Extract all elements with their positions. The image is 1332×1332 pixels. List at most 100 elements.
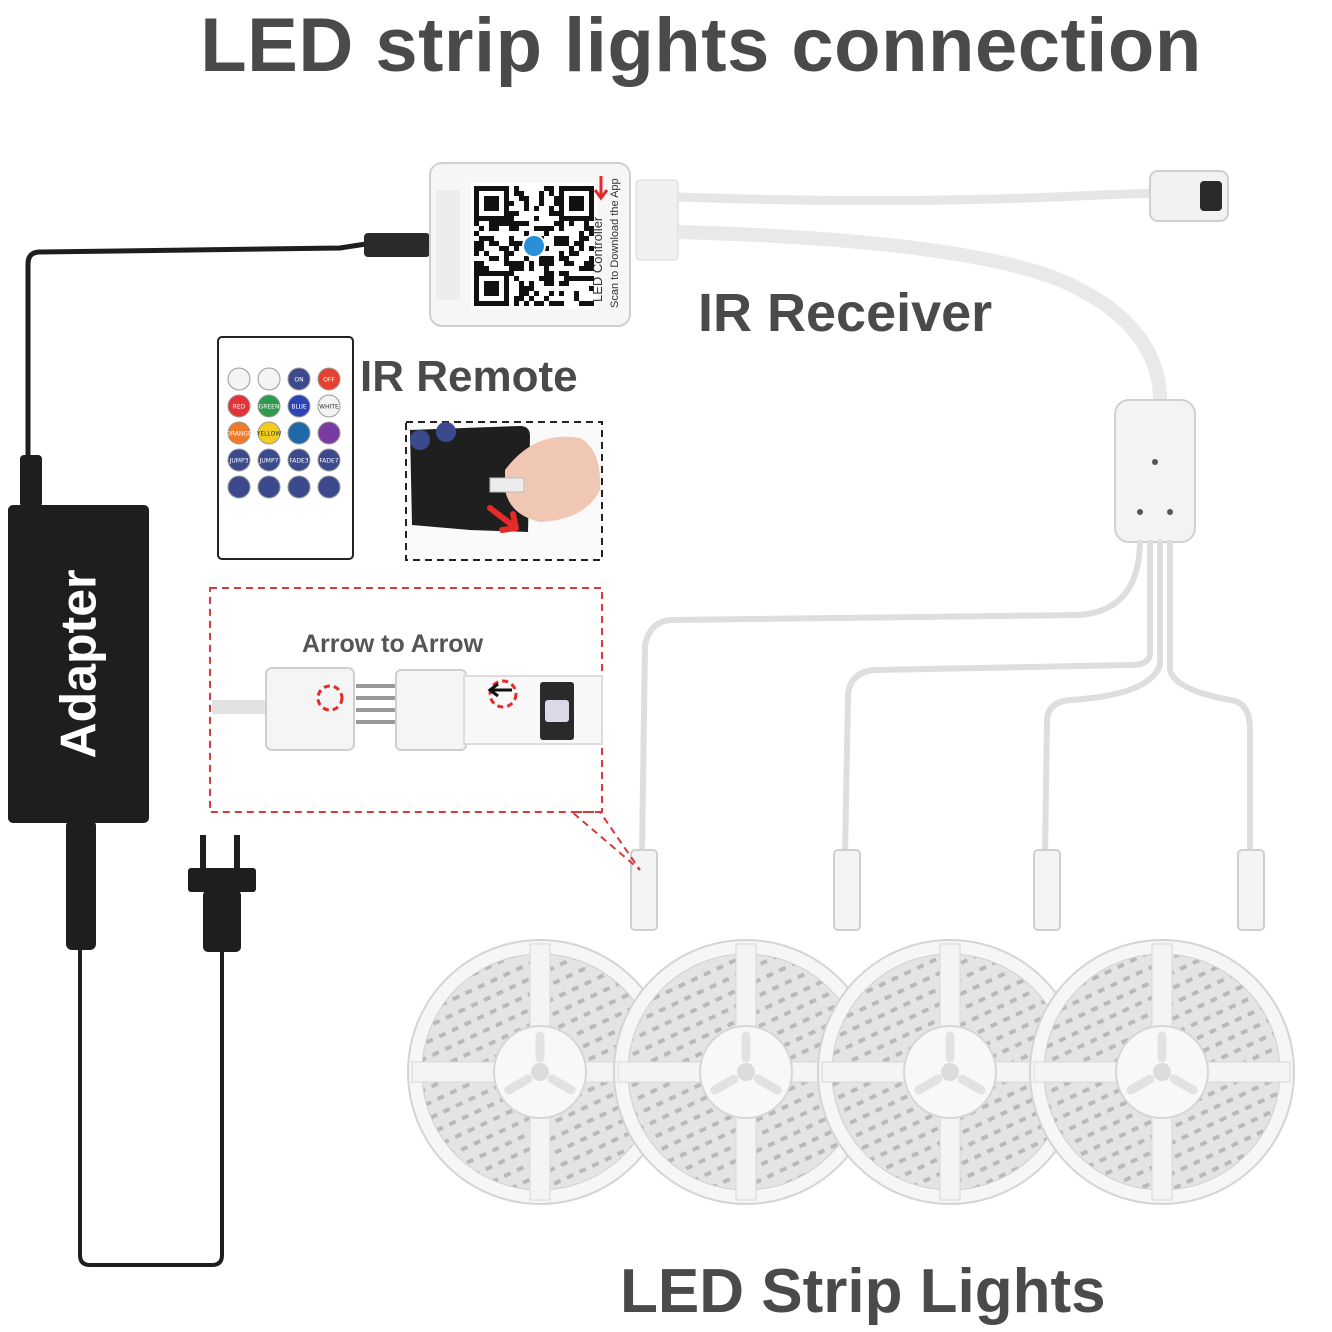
reel-spoke [1201,1061,1291,1083]
qr-module [514,296,519,301]
qr-module [584,261,589,266]
qr-module [539,191,544,196]
arrow-to-arrow-label: Arrow to Arrow [302,630,484,658]
qr-module [509,211,514,216]
qr-module [479,261,484,266]
qr-module [569,276,574,281]
led-strip-reel [817,939,1083,1205]
strip-connector-1 [630,849,658,931]
qr-module [509,221,514,226]
qr-module [549,261,554,266]
qr-module [519,291,524,296]
output-cables [639,539,1253,856]
controller-label-line2: Scan to Download the App [609,178,621,308]
qr-module [529,261,534,266]
qr-module [494,226,499,231]
plug-prong-right [234,835,240,873]
qr-module [549,226,554,231]
qr-module [579,276,584,281]
qr-module [504,251,509,256]
inset-button [410,430,430,450]
inset-finger [505,436,601,522]
qr-module [559,251,564,256]
qr-module [564,271,569,276]
qr-module [544,186,549,191]
qr-module [504,261,509,266]
remote-body [217,336,354,560]
qr-module [549,271,554,276]
qr-module [589,261,594,266]
qr-module [509,266,514,271]
qr-module [569,261,574,266]
qr-module [489,256,494,261]
qr-module [519,241,524,246]
strip-connector-2 [833,849,861,931]
qr-module [544,276,549,281]
qr-module [539,201,544,206]
qr-module [514,246,519,251]
remote-button [317,421,341,445]
qr-module [579,266,584,271]
remote-button-face [227,367,251,391]
controller: LED Controller Scan to Download the App [364,162,679,327]
inset-led-lens [545,700,569,722]
qr-module [544,271,549,276]
reel-center [941,1063,959,1081]
qr-module [509,201,514,206]
strip-connector-3 [1033,849,1061,931]
qr-module [524,201,529,206]
qr-module [559,271,564,276]
qr-module [489,221,494,226]
qr-module [584,221,589,226]
qr-module [509,226,514,231]
remote-button-face [257,475,281,499]
qr-module [554,211,559,216]
qr-module [474,261,479,266]
qr-module [579,301,584,306]
inset-remote-edge [410,426,530,532]
qr-module [539,256,544,261]
qr-module [494,256,499,261]
qr-module [544,296,549,301]
remote-button-label: GREEN [259,404,280,411]
qr-module [534,226,539,231]
qr-module [529,281,534,286]
reel-spoke [411,1061,501,1083]
remote-button: RED [227,394,251,418]
remote-button: BLUE [287,394,311,418]
qr-module [484,251,489,256]
qr-module [509,236,514,241]
remote-button-face [287,448,311,472]
qr-module [544,261,549,266]
qr-module [579,246,584,251]
qr-module [574,251,579,256]
qr-module [554,196,559,201]
qr-module [514,276,519,281]
led-strip-reel [613,939,879,1205]
reel-center [1153,1063,1171,1081]
qr-module [544,266,549,271]
qr-module [574,296,579,301]
qr-module [549,291,554,296]
remote-button-face [227,421,251,445]
reel-hub-rib [547,1074,576,1095]
qr-module [534,291,539,296]
qr-module [514,266,519,271]
qr-module [539,261,544,266]
qr-module [474,231,479,236]
qr-module [529,286,534,291]
remote-button-face [287,367,311,391]
remote-button-label: FADE3 [289,458,308,465]
qr-module [589,256,594,261]
led-strip-reels [407,939,1295,1205]
adapter-body [8,505,149,823]
reel-hub-rib [1126,1074,1155,1095]
qr-module [489,236,494,241]
remote-button [287,421,311,445]
qr-module [479,246,484,251]
battery-tab-inset [405,421,603,561]
ir-receiver-cable [677,170,1229,222]
inset-black-arrow [487,682,512,698]
qr-module [539,196,544,201]
remote-button [257,475,281,499]
